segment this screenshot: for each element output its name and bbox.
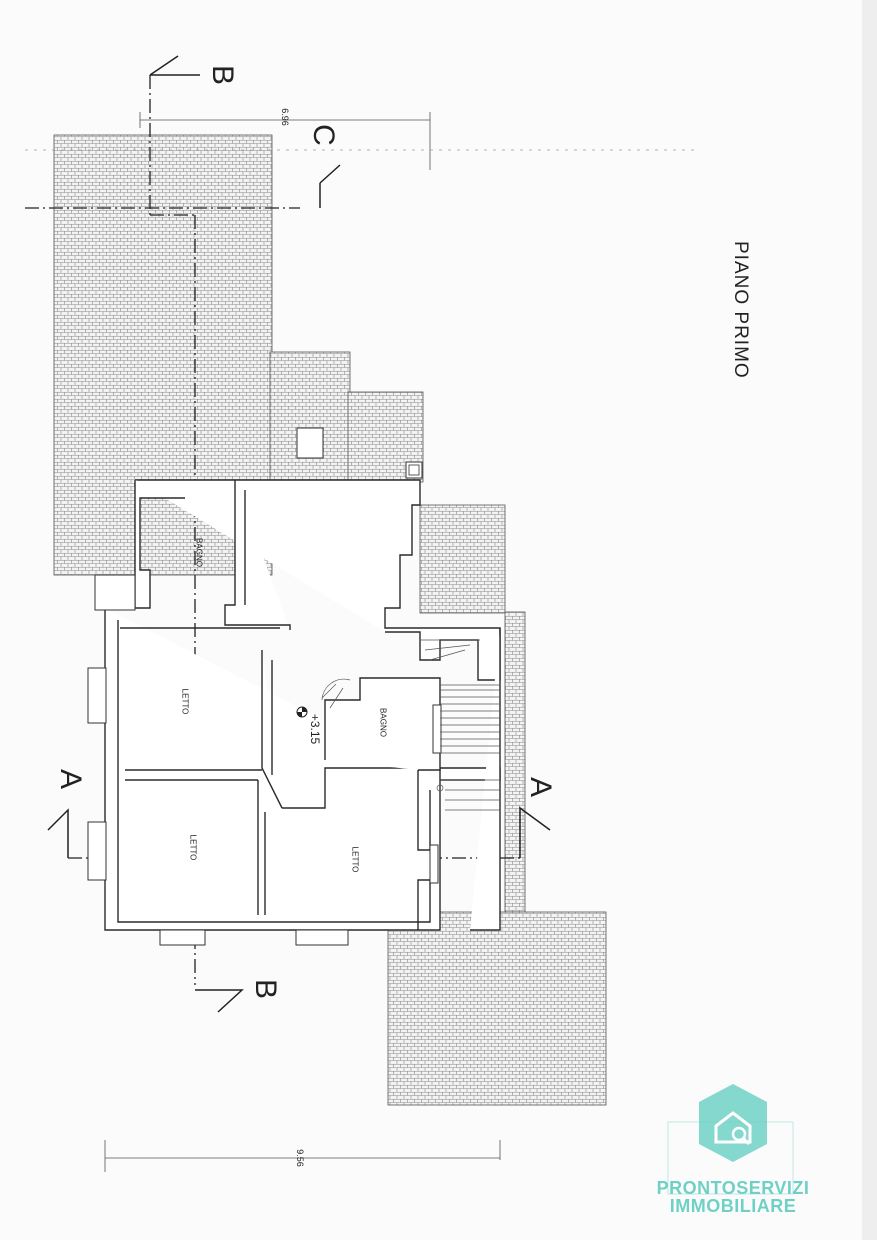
room-label-letto: LETTO <box>350 846 360 873</box>
section-label-a: A <box>524 776 557 797</box>
section-label-a: A <box>54 768 87 789</box>
walls <box>104 479 501 931</box>
dimension-label: 9.56 <box>295 1149 305 1167</box>
section-label-b: B <box>206 64 239 85</box>
level-marker <box>296 706 308 718</box>
windows <box>87 574 442 946</box>
room-label-bagno: BAGNO <box>378 708 388 737</box>
level-label: +3.15 <box>308 713 322 745</box>
section-label-b: B <box>249 978 282 999</box>
section-label-c: C <box>307 124 340 146</box>
watermark-brand-line2: IMMOBILIARE <box>669 1196 797 1216</box>
drawing-title: PIANO PRIMO <box>730 241 751 379</box>
dimension-lines <box>25 112 700 1172</box>
room-label-bagno: BAGNO <box>194 538 204 567</box>
room-label-letto: LETTO <box>180 688 190 715</box>
dimension-label: 6.96 <box>280 108 290 126</box>
section-arrows <box>47 55 551 1013</box>
staircase <box>321 639 500 811</box>
house-search-icon <box>667 1084 794 1195</box>
roof-tiles <box>53 134 607 1106</box>
watermark-brand-line1: PRONTOSERVIZI <box>656 1178 810 1198</box>
room-label-letto: LETTO <box>188 834 198 861</box>
page-edge-shadow <box>862 0 877 1240</box>
